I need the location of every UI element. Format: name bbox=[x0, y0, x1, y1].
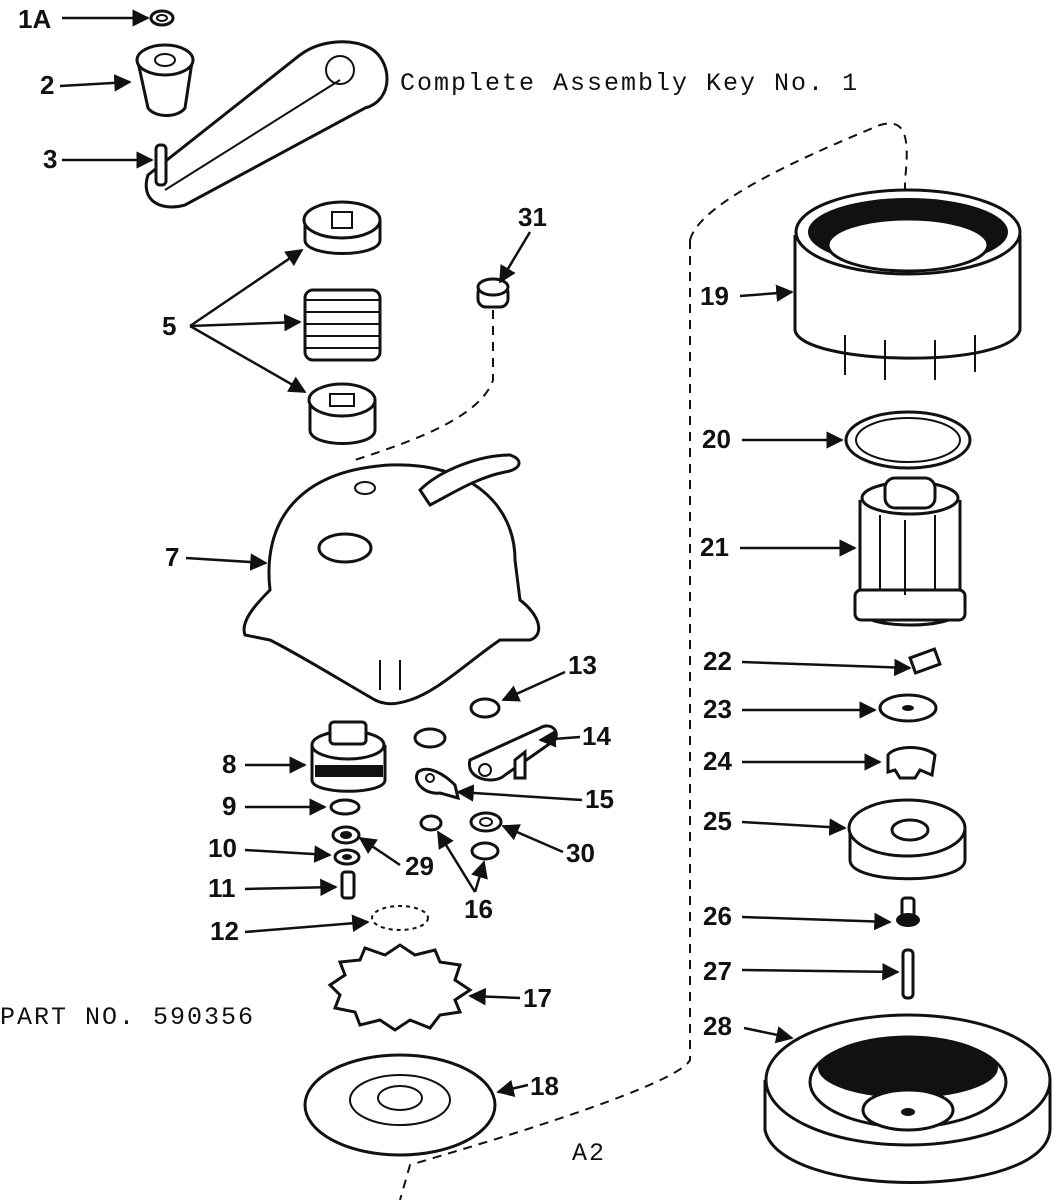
part-16-clip-b bbox=[470, 841, 500, 861]
callout-23: 23 bbox=[703, 694, 732, 724]
part-7-cover bbox=[242, 453, 541, 706]
part-13-ring bbox=[469, 697, 501, 719]
callout-16: 16 bbox=[464, 894, 493, 924]
leader-31 bbox=[354, 310, 494, 461]
part-28-grinding-wheel bbox=[763, 1013, 1052, 1184]
callout-25: 25 bbox=[703, 806, 732, 836]
part-1a-nut bbox=[149, 9, 175, 27]
callout-9: 9 bbox=[222, 791, 236, 821]
part-30-washer bbox=[469, 811, 503, 833]
part-2-knob bbox=[135, 43, 195, 117]
part-24-clip bbox=[886, 746, 937, 780]
callout-10: 10 bbox=[208, 833, 237, 863]
callout-22: 22 bbox=[703, 646, 732, 676]
callout-31: 31 bbox=[518, 202, 547, 232]
callout-7: 7 bbox=[165, 542, 179, 572]
part-29-washer bbox=[331, 825, 361, 845]
part-16-clip-a bbox=[419, 814, 443, 832]
leader-arrows bbox=[59, 9, 912, 1097]
callout-8: 8 bbox=[222, 749, 236, 779]
part-22-key bbox=[908, 647, 942, 675]
part-23-washer bbox=[878, 693, 938, 723]
callout-26: 26 bbox=[703, 901, 732, 931]
callout-30: 30 bbox=[566, 838, 595, 868]
part-5-spring-assembly bbox=[302, 200, 382, 445]
callout-28: 28 bbox=[703, 1011, 732, 1041]
callout-1a: 1A bbox=[18, 4, 51, 34]
callout-14: 14 bbox=[582, 721, 611, 751]
callout-15: 15 bbox=[585, 784, 614, 814]
part-14-lever bbox=[468, 724, 558, 782]
assembly-title: Complete Assembly Key No. 1 bbox=[400, 69, 859, 98]
part-19-ring-housing bbox=[793, 188, 1022, 380]
callout-29: 29 bbox=[405, 851, 434, 881]
callout-19: 19 bbox=[700, 281, 729, 311]
callout-3: 3 bbox=[43, 144, 57, 174]
callout-21: 21 bbox=[700, 532, 729, 562]
part-25-cap bbox=[847, 798, 967, 881]
part-31-small-knob bbox=[476, 277, 510, 309]
part-15-pawl bbox=[415, 767, 461, 801]
part-8-gear bbox=[310, 720, 387, 793]
callout-17: 17 bbox=[523, 983, 552, 1013]
callout-12: 12 bbox=[210, 916, 239, 946]
part-number-text: PART NO. 590356 bbox=[0, 1003, 255, 1032]
part-11-screw bbox=[340, 870, 356, 900]
callout-11: 11 bbox=[208, 873, 236, 903]
part-17-star-plate bbox=[327, 943, 473, 1032]
part-20-gasket bbox=[844, 410, 972, 470]
callout-20: 20 bbox=[702, 424, 731, 454]
part-3-crank-arm bbox=[144, 40, 389, 209]
callout-18: 18 bbox=[530, 1071, 559, 1101]
part-27-pin bbox=[901, 948, 915, 1000]
part-10-washer bbox=[333, 848, 361, 866]
part-9-washer bbox=[329, 798, 361, 816]
callout-5: 5 bbox=[162, 311, 176, 341]
page-code-text: A2 bbox=[572, 1139, 606, 1168]
assembly-outline-right bbox=[399, 122, 908, 1200]
callout-13: 13 bbox=[568, 650, 597, 680]
callout-2: 2 bbox=[40, 70, 54, 100]
callout-27: 27 bbox=[703, 956, 732, 986]
part-26-screw bbox=[896, 896, 920, 927]
callout-24: 24 bbox=[703, 746, 732, 776]
part-ring-small bbox=[413, 727, 447, 749]
part-21-hub bbox=[853, 476, 967, 627]
part-18-base-plate bbox=[303, 1053, 497, 1157]
part-12-clip bbox=[371, 905, 429, 931]
